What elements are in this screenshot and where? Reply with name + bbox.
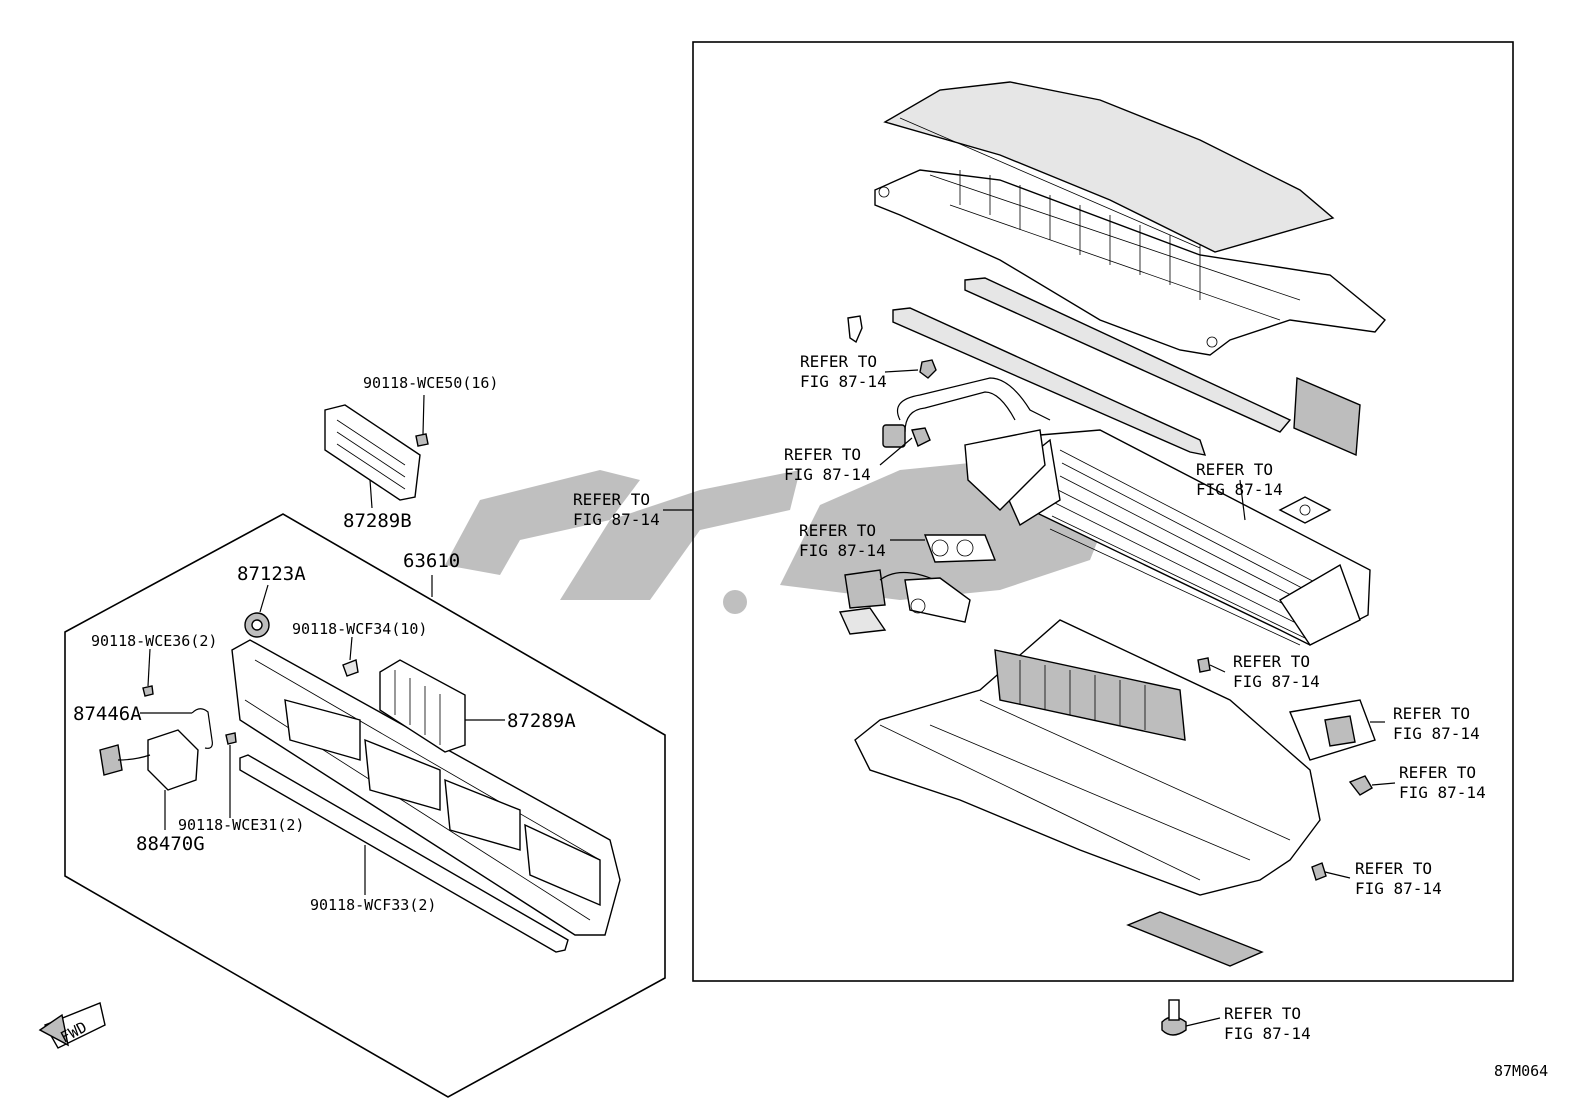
screw-wce31-part (225, 732, 237, 745)
gasket-part (1278, 496, 1332, 524)
refer-label-5-line2: FIG 87-14 (1233, 672, 1320, 691)
clip-part (847, 315, 863, 344)
refer-label-center-line2: FIG 87-14 (573, 510, 660, 529)
clip-wcf34-part (342, 659, 359, 677)
refrigerant-pipe (896, 377, 1051, 421)
bolt-part-1 (1348, 775, 1373, 796)
bolt-part-2 (1311, 862, 1327, 881)
refer-label-2-line2: FIG 87-14 (784, 465, 871, 484)
nut-part (415, 433, 429, 447)
strip-wcf33-part (239, 754, 569, 953)
vent-87289a-part (379, 659, 466, 753)
refer-label-1-line2: FIG 87-14 (800, 372, 887, 391)
sensor-part (838, 607, 887, 635)
refer-label-bottom-line2: FIG 87-14 (1224, 1024, 1311, 1043)
refer-label-1-line1: REFER TO (800, 352, 877, 371)
refer-label-8-line1: REFER TO (1355, 859, 1432, 878)
part-label-90118-wce36: 90118-WCE36(2) (91, 632, 217, 650)
expansion-valve (964, 429, 1046, 511)
refer-label-3-line1: REFER TO (1196, 460, 1273, 479)
part-label-88470g: 88470G (136, 833, 205, 855)
refer-label-8-line2: FIG 87-14 (1355, 879, 1442, 898)
refer-label-2-line1: REFER TO (784, 445, 861, 464)
refer-label-bottom-line1: REFER TO (1224, 1004, 1301, 1023)
refer-label-6-line1: REFER TO (1393, 704, 1470, 723)
left-assembly-frame (64, 513, 666, 1098)
bottom-pad-part (1126, 911, 1264, 967)
servo-88470g-part (99, 729, 199, 791)
pad-part (1293, 376, 1361, 457)
upper-case-part (874, 169, 1386, 356)
diagram-id: 87M064 (1494, 1062, 1548, 1080)
refer-label-7-line1: REFER TO (1399, 763, 1476, 782)
screw-part-1 (919, 359, 937, 379)
part-label-90118-wce50: 90118-WCE50(16) (363, 374, 498, 392)
refer-label-5-line1: REFER TO (1233, 652, 1310, 671)
clamp-part (844, 569, 886, 609)
seal-strip-1 (964, 277, 1292, 433)
refer-label-3-line2: FIG 87-14 (1196, 480, 1283, 499)
right-assembly-frame (692, 41, 1514, 982)
seal-strip-2 (892, 307, 1207, 456)
part-label-87446a: 87446A (73, 703, 142, 725)
linkage-87446a-part (191, 708, 213, 749)
lower-case-part (854, 619, 1321, 896)
part-label-87289a: 87289A (507, 710, 576, 732)
refer-label-center-line1: REFER TO (573, 490, 650, 509)
refer-label-7-line2: FIG 87-14 (1399, 783, 1486, 802)
screw-part-2 (911, 427, 931, 447)
part-label-63610: 63610 (403, 550, 460, 572)
watermark-logo (445, 460, 1110, 614)
screw-wce36-part (142, 685, 154, 697)
vent-87289b-part (324, 404, 421, 501)
bolt-part-3 (1197, 657, 1211, 673)
refer-label-6-line2: FIG 87-14 (1393, 724, 1480, 743)
pipe-fitting (882, 424, 906, 448)
top-cover-part (883, 81, 1335, 253)
panel-part (231, 639, 621, 936)
refer-label-4-line2: FIG 87-14 (799, 541, 886, 560)
pipe-joint-part (923, 534, 997, 563)
fwd-arrow-icon: FWD (38, 1002, 106, 1049)
part-label-90118-wce31: 90118-WCE31(2) (178, 816, 304, 834)
part-label-90118-wcf33: 90118-WCF33(2) (310, 896, 436, 914)
part-label-87289b: 87289B (343, 510, 412, 532)
part-label-87123a: 87123A (237, 563, 306, 585)
part-label-90118-wcf34: 90118-WCF34(10) (292, 620, 427, 638)
refer-label-4-line1: REFER TO (799, 521, 876, 540)
bracket-part (904, 577, 971, 623)
